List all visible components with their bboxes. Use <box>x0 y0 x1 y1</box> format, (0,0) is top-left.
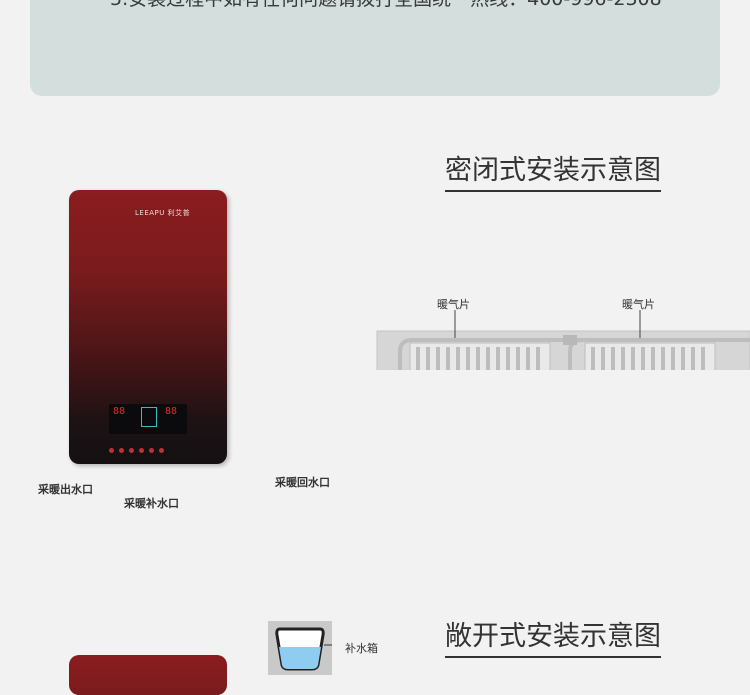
radiator-label-2: 暖气片 <box>622 298 655 311</box>
note-item-5: 5.安装过程中如有任何问题请拨打全国统一热线：400-996-2308 <box>110 0 662 11</box>
boiler-brand-logo: LEEAPU 利艾普 <box>135 209 191 217</box>
control-button <box>159 448 164 453</box>
notes-box: 5.安装过程中如有任何问题请拨打全国统一热线：400-996-2308 <box>30 0 720 96</box>
display-center-icon <box>141 407 157 427</box>
display-left-digits: 88 <box>113 406 126 417</box>
closed-install-diagram <box>376 310 750 370</box>
control-buttons <box>109 438 187 453</box>
port-label-outlet: 采暖出水口 <box>38 483 93 496</box>
boiler-unit: LEEAPU 利艾普 88 88 <box>69 190 227 464</box>
boiler-unit-open <box>69 655 227 695</box>
radiator-label-1: 暖气片 <box>437 298 470 311</box>
refill-tank-icon <box>275 627 332 671</box>
control-button <box>139 448 144 453</box>
control-button <box>119 448 124 453</box>
port-label-refill: 采暖补水口 <box>124 497 179 510</box>
valve-top <box>563 335 577 345</box>
refill-tank-label: 补水箱 <box>345 642 378 655</box>
refill-tank <box>268 621 332 675</box>
display-right-digits: 88 <box>165 406 178 417</box>
radiator-2 <box>584 342 716 370</box>
control-button <box>109 448 114 453</box>
control-button <box>149 448 154 453</box>
control-button <box>129 448 134 453</box>
port-label-return: 采暖回水口 <box>275 476 330 489</box>
control-panel-display: 88 88 <box>109 404 187 434</box>
open-install-title: 敞开式安装示意图 <box>445 620 661 658</box>
radiator-1 <box>409 342 551 370</box>
closed-install-title: 密闭式安装示意图 <box>445 154 661 192</box>
